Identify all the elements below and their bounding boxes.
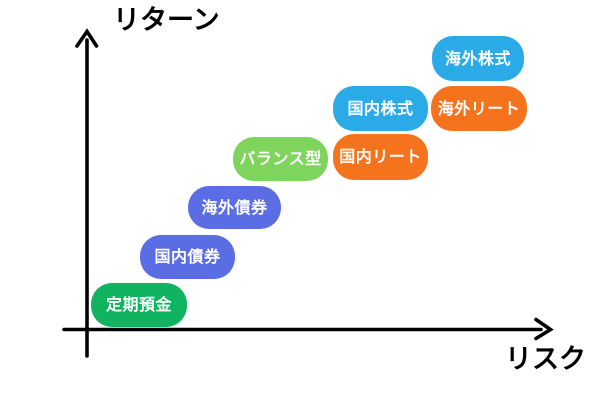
y-axis-label: リターン [113,5,220,36]
badge-time-deposit: 定期預金 [91,283,187,327]
badge-foreign-bonds: 海外債券 [188,186,281,229]
badge-domestic-bonds: 国内債券 [140,235,235,279]
badge-foreign-stocks: 海外株式 [432,36,524,81]
x-axis-arrow-icon [534,317,554,341]
x-axis-label: リスク [505,344,586,375]
badge-domestic-stocks: 国内株式 [333,86,428,131]
badge-domestic-reit: 国内リート [333,134,428,180]
badge-balanced-fund: バランス型 [233,137,328,181]
badge-foreign-reit: 海外リート [431,86,527,131]
y-axis-arrow-icon [75,28,99,48]
